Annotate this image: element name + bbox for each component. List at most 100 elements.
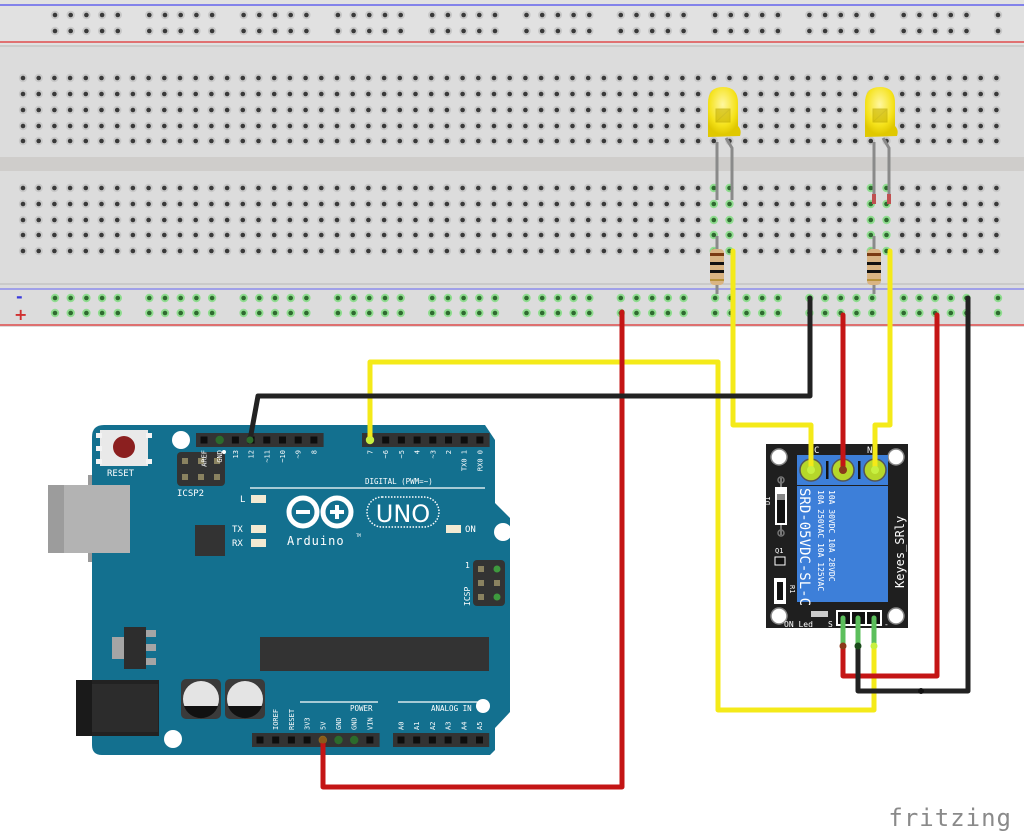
- rail-hole-center: [477, 310, 482, 316]
- header-pin[interactable]: [287, 736, 295, 744]
- header-pin-label: ~11: [263, 450, 271, 463]
- breadboard-hole-center: [538, 91, 544, 97]
- wire-led1-to-relay-c[interactable]: [730, 248, 814, 473]
- rail-hole-center: [115, 28, 121, 34]
- breadboard-hole-center: [680, 185, 685, 191]
- header-pin[interactable]: [272, 736, 280, 744]
- header-pin[interactable]: [350, 735, 359, 745]
- header-pin[interactable]: [256, 736, 264, 744]
- wire-led2-to-relay-n[interactable]: [872, 248, 893, 473]
- breadboard-hole-center: [20, 123, 26, 129]
- breadboard-hole-center: [99, 107, 104, 113]
- breadboard-hole-center: [114, 123, 120, 129]
- wire-5v-to-plus-rail[interactable]: [320, 309, 625, 790]
- header-pin[interactable]: [413, 436, 421, 444]
- wire-plus-rail-to-relay-vcc[interactable]: [840, 312, 940, 679]
- resistor-1[interactable]: [710, 249, 724, 285]
- icsp2-pin1-dot: [222, 450, 226, 454]
- breadboard-hole-center: [695, 185, 701, 191]
- wire-pin7-to-relay-signal[interactable]: [367, 359, 877, 713]
- header-pin[interactable]: [310, 436, 318, 444]
- header-pin[interactable]: [334, 735, 343, 745]
- header-pin[interactable]: [445, 436, 452, 444]
- breadboard-hole-center: [507, 248, 512, 254]
- breadboard-hole-center: [256, 201, 261, 207]
- breadboard-hole-center: [852, 217, 858, 223]
- led-2[interactable]: [865, 87, 898, 137]
- breadboard-hole-center: [962, 123, 968, 129]
- rail-hole-center: [209, 295, 215, 301]
- breadboard-hole-center: [162, 185, 167, 191]
- relay-q1-label: Q1: [775, 547, 783, 555]
- breadboard-hole-center: [397, 248, 403, 254]
- header-pin[interactable]: [444, 736, 452, 744]
- header-pin[interactable]: [366, 736, 374, 744]
- breadboard-hole-center: [664, 201, 669, 207]
- breadboard-hole-center: [491, 75, 497, 81]
- header-pin[interactable]: [382, 436, 390, 444]
- header-pin[interactable]: [476, 436, 484, 444]
- power-barrel-jack[interactable]: [76, 680, 159, 736]
- reset-label: RESET: [107, 469, 135, 479]
- rail-hole-center: [759, 295, 765, 301]
- header-pin[interactable]: [200, 436, 208, 444]
- breadboard-hole-center: [146, 232, 151, 238]
- rail-hole-center: [257, 310, 262, 316]
- header-pin[interactable]: [460, 736, 468, 744]
- header-pin-label: TX0 1: [461, 450, 469, 471]
- header-pin[interactable]: [413, 736, 421, 744]
- rail-hole-center: [429, 295, 435, 301]
- reset-button[interactable]: [96, 430, 152, 466]
- wire-gnd-to-minus-rail[interactable]: [247, 295, 813, 443]
- rail-hole-center: [524, 310, 529, 316]
- breadboard-hole-center: [523, 91, 528, 97]
- header-pin[interactable]: [294, 436, 302, 444]
- resistor-2[interactable]: [867, 249, 881, 285]
- relay-minus-label: -: [884, 620, 889, 629]
- breadboard-hole-center: [994, 75, 999, 81]
- icsp2-header[interactable]: [177, 452, 225, 486]
- breadboard-hole-center: [790, 123, 795, 129]
- relay-mount-hole: [770, 607, 788, 625]
- header-pin[interactable]: [397, 436, 405, 444]
- breadboard-hole-center: [224, 217, 230, 223]
- rail-hole-center: [775, 295, 781, 301]
- breadboard-hole-center: [570, 217, 575, 223]
- icsp-pin1-label: 1: [465, 561, 470, 570]
- breadboard-hole-center: [476, 75, 481, 81]
- arduino-board[interactable]: [92, 425, 510, 755]
- breadboard-hole-center: [994, 217, 999, 223]
- relay-body: [797, 486, 888, 602]
- header-pin[interactable]: [476, 736, 483, 744]
- rail-hole-center: [634, 12, 639, 18]
- header-pin[interactable]: [303, 736, 311, 744]
- atmega-chip: [260, 637, 489, 671]
- breadboard-hole-center: [20, 201, 26, 207]
- header-pin[interactable]: [397, 736, 405, 744]
- breadboard-hole-center: [947, 75, 952, 81]
- header-pin[interactable]: [215, 435, 224, 445]
- breadboard-hole-center: [428, 107, 434, 113]
- rail-hole-center: [99, 28, 105, 34]
- header-pin[interactable]: [460, 436, 468, 444]
- breadboard-hole-center: [67, 138, 73, 144]
- wire-minus-rail-to-relay-gnd[interactable]: [855, 295, 971, 694]
- led-1[interactable]: [708, 87, 741, 137]
- breadboard-hole-center: [538, 75, 544, 81]
- breadboard-hole-center: [366, 91, 371, 97]
- relay-rating-2: 10A 30VDC 10A 28VDC: [827, 490, 836, 582]
- header-pin[interactable]: [429, 436, 437, 444]
- mounting-hole: [476, 699, 490, 713]
- rail-hole-center: [382, 12, 388, 18]
- breadboard-hole-center: [711, 217, 717, 223]
- breadboard-hole-center: [978, 107, 983, 113]
- breadboard-hole-center: [83, 107, 89, 113]
- header-pin[interactable]: [231, 436, 239, 444]
- header-pin[interactable]: [263, 436, 271, 444]
- header-pin-label: 3V3: [304, 717, 312, 730]
- rail-hole-center: [838, 28, 844, 34]
- icsp-header[interactable]: [473, 560, 505, 606]
- rail-hole-center: [917, 28, 922, 34]
- header-pin[interactable]: [428, 736, 436, 744]
- header-pin[interactable]: [279, 436, 286, 444]
